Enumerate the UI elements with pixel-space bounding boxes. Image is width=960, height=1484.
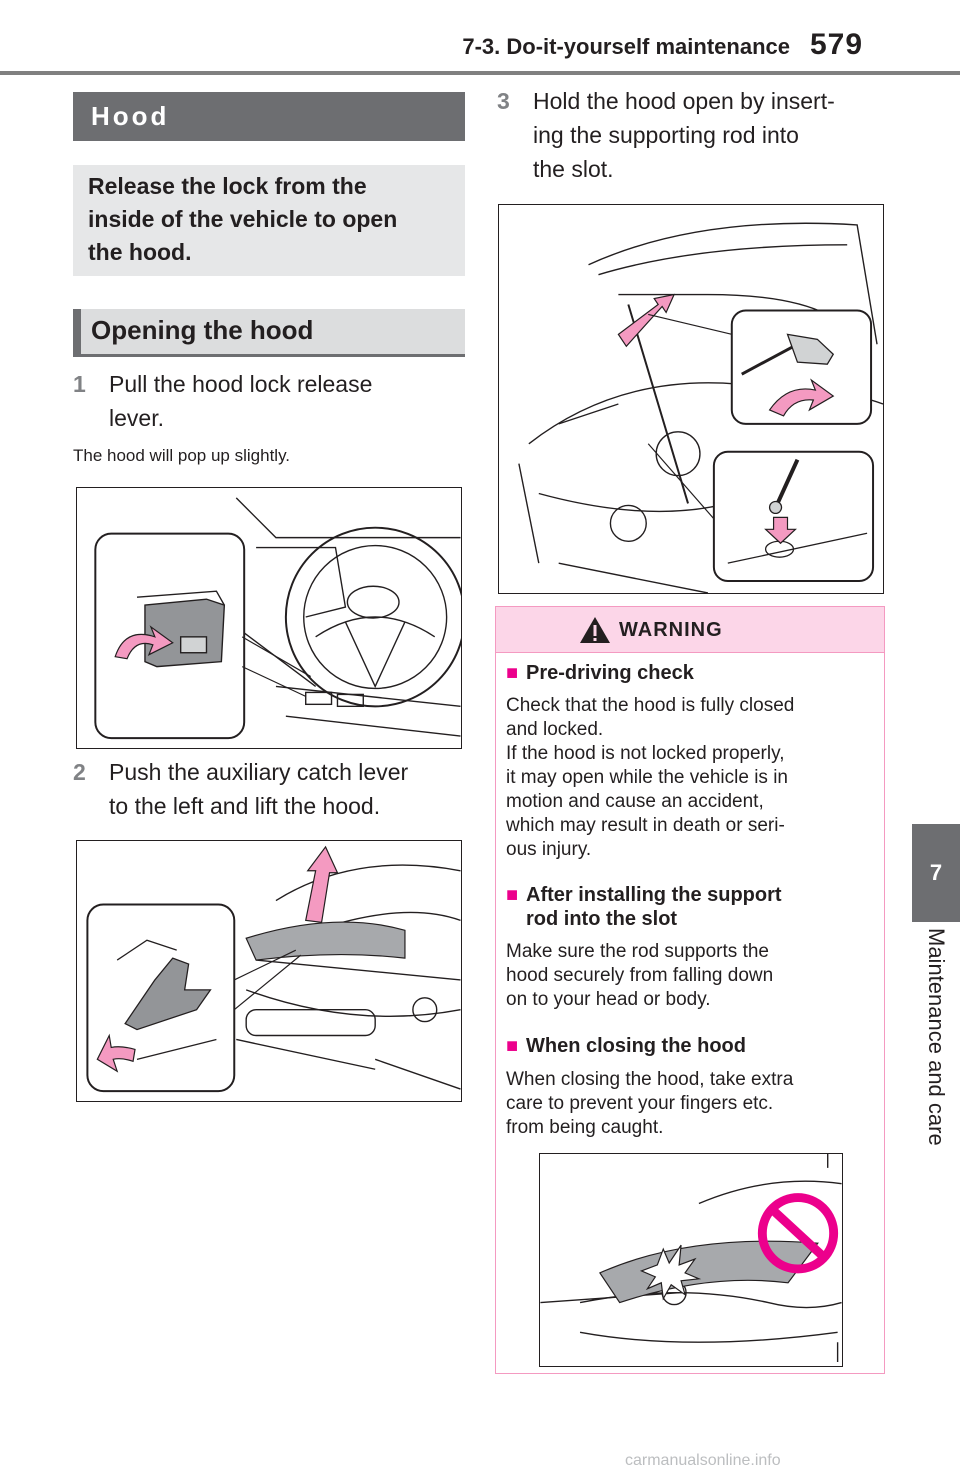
bullet-marker: ■ <box>506 1035 519 1057</box>
summary-line: inside of the vehicle to open <box>88 206 398 232</box>
body-line: Make sure the rod supports the <box>506 941 769 962</box>
step-1-note: The hood will pop up slightly. <box>73 446 291 465</box>
chapter-title: Maintenance and care <box>924 928 949 1146</box>
figure-auxiliary-catch <box>76 840 462 1102</box>
step-2: 2 Push the auxiliary catch lever to the … <box>73 755 465 825</box>
warning-icon <box>580 617 610 643</box>
warning-header: WARNING <box>496 607 884 653</box>
support-rod-illustration <box>518 222 883 593</box>
warning-item-body: Check that the hood is fully closed and … <box>506 694 876 862</box>
watermark: carmanualsonline.info <box>625 1452 781 1469</box>
body-line: When closing the hood, take extra <box>506 1069 794 1090</box>
step-line: to the left and lift the hood. <box>109 793 381 819</box>
page-number: 579 <box>810 28 864 61</box>
body-line: and locked. <box>506 719 604 740</box>
closing-hazard-illustration <box>540 1154 842 1363</box>
step-1: 1 Pull the hood lock release lever. <box>73 367 465 437</box>
figure-hood-closing-hazard <box>539 1153 843 1367</box>
item-heading-line: rod into the slot <box>526 908 678 930</box>
summary-line: the hood. <box>88 239 192 265</box>
step-line: Hold the hood open by insert- <box>533 88 835 114</box>
body-line: on to your head or body. <box>506 989 711 1010</box>
prohibited-icon <box>757 1193 839 1274</box>
body-line: hood securely from falling down <box>506 965 774 986</box>
warning-box: WARNING ■ Pre-driving check Check that t… <box>495 606 885 1374</box>
body-line: If the hood is not locked properly, <box>506 743 785 764</box>
body-line: care to prevent your fingers etc. <box>506 1093 774 1114</box>
hood-summary: Release the lock from the inside of the … <box>73 165 465 276</box>
bullet-marker: ■ <box>506 884 519 906</box>
warning-title: WARNING <box>619 619 723 641</box>
section-title: 7-3. Do-it-yourself maintenance <box>462 34 790 59</box>
warning-item-body: When closing the hood, take extra care t… <box>506 1068 876 1140</box>
warning-item-body: Make sure the rod supports the hood secu… <box>506 940 876 1012</box>
chapter-tab[interactable]: 7 <box>912 824 960 922</box>
header-rule <box>0 71 960 75</box>
body-line: motion and cause an accident, <box>506 791 764 812</box>
auxiliary-catch-illustration <box>86 845 461 1093</box>
figure-lock-release-lever <box>76 487 462 749</box>
step-number: 2 <box>73 759 86 785</box>
hood-heading: Hood <box>73 92 465 141</box>
step-3: 3 Hold the hood open by insert- ing the … <box>497 84 897 194</box>
body-line: from being caught. <box>506 1117 664 1138</box>
body-line: Check that the hood is fully closed <box>506 695 795 716</box>
chapter-label: Maintenance and care <box>912 928 960 1198</box>
figure-support-rod <box>498 204 884 594</box>
body-line: which may result in death or seri- <box>506 815 785 836</box>
step-line: ing the supporting rod into <box>533 122 799 148</box>
step-line: Push the auxiliary catch lever <box>109 759 409 785</box>
body-line: it may open while the vehicle is in <box>506 767 788 788</box>
step-text: Hold the hood open by insert- ing the su… <box>533 84 835 186</box>
opening-heading: Opening the hood <box>73 309 465 357</box>
body-line: ous injury. <box>506 839 592 860</box>
lock-release-illustration <box>94 497 461 740</box>
bullet-marker: ■ <box>506 662 519 684</box>
step-line: Pull the hood lock release <box>109 371 373 397</box>
step-number: 1 <box>73 371 86 397</box>
step-number: 3 <box>497 88 510 114</box>
summary-line: Release the lock from the <box>88 173 367 199</box>
step-text: Pull the hood lock release lever. <box>109 367 372 435</box>
step-text: Push the auxiliary catch lever to the le… <box>109 755 408 823</box>
step-line: the slot. <box>533 156 614 182</box>
step-line: lever. <box>109 405 164 431</box>
item-heading-line: After installing the support <box>526 884 782 906</box>
item-heading-line: Pre-driving check <box>526 662 694 684</box>
item-heading-line: When closing the hood <box>526 1035 746 1057</box>
